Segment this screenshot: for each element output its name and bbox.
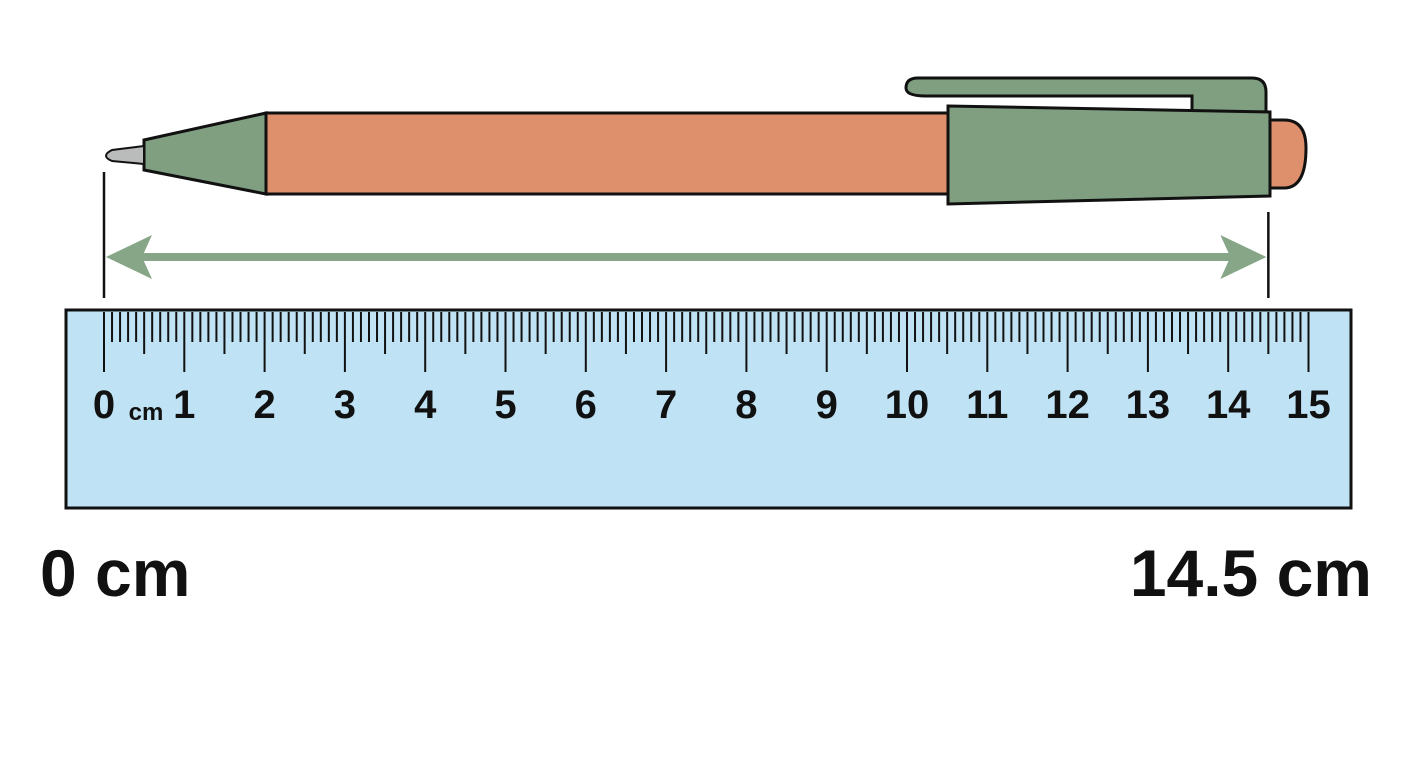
ruler-ticks	[103, 312, 1310, 372]
ruler-number: 3	[334, 383, 356, 427]
ruler-body	[64, 308, 1353, 510]
ruler-number: 15	[1286, 383, 1331, 427]
double-headed-arrow	[106, 235, 1267, 279]
start-measurement-label: 0 cm	[40, 536, 191, 610]
pen-barrel	[264, 111, 958, 196]
pen-nose-cone	[142, 111, 268, 196]
ruler-number: 1	[173, 383, 195, 427]
pen-clip	[904, 76, 1268, 114]
pen-tip	[105, 144, 145, 166]
pen-icon	[105, 76, 1308, 206]
ruler-number: 5	[494, 383, 516, 427]
ruler-number: 9	[816, 383, 838, 427]
ruler-number: 10	[885, 383, 930, 427]
ruler-number: 13	[1126, 383, 1171, 427]
ruler-number: 2	[253, 383, 275, 427]
ruler-unit-label: cm	[129, 399, 164, 426]
ruler-number: 8	[735, 383, 757, 427]
measurement-guides	[102, 172, 1270, 298]
ruler-number: 6	[575, 383, 597, 427]
end-measurement-label: 14.5 cm	[1129, 536, 1372, 610]
arrow-head-left	[106, 235, 152, 279]
ruler-number: 7	[655, 383, 677, 427]
pen-cap	[946, 104, 1272, 206]
ruler-number: 11	[966, 383, 1008, 427]
arrow-head-right	[1220, 235, 1267, 279]
ruler-number: 4	[414, 383, 437, 427]
ruler-number: 14	[1206, 383, 1251, 427]
ruler-number: 12	[1045, 383, 1090, 427]
ruler-number: 0	[93, 383, 115, 427]
pen-end-button	[1264, 118, 1308, 190]
